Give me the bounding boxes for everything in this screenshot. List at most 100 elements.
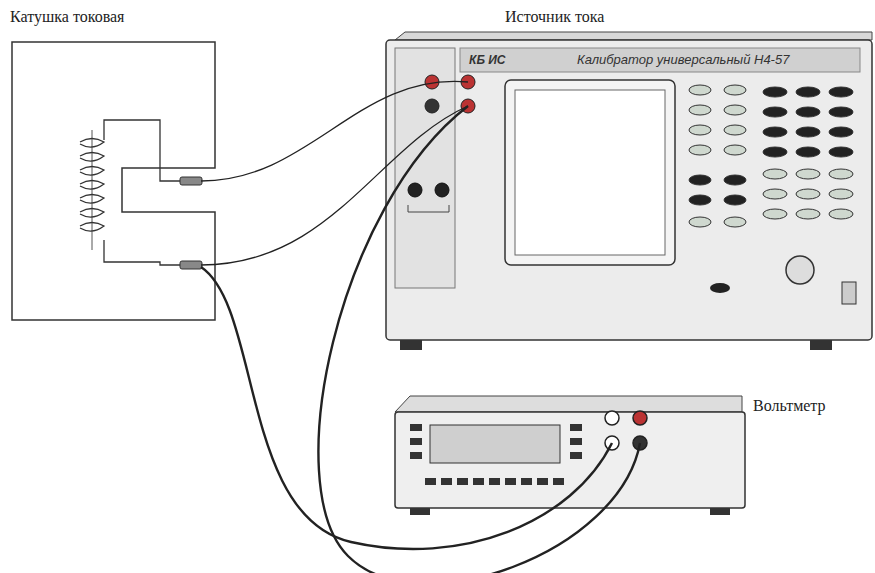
- test-lead: [201, 267, 612, 549]
- device-label: Источник тока: [505, 8, 604, 26]
- core-limb: [92, 130, 93, 250]
- device-label: Катушка токовая: [10, 8, 124, 26]
- calibrator-top: [395, 32, 872, 40]
- button: [796, 189, 820, 199]
- power-switch: [842, 282, 856, 304]
- device-label: Вольтметр: [753, 397, 826, 415]
- current-source: Источник тока КБ ИС Калибратор универсальн…: [385, 0, 873, 355]
- foot: [400, 340, 422, 350]
- button: [763, 87, 787, 97]
- button: [689, 217, 711, 227]
- voltmeter-top: [395, 396, 742, 412]
- button: [796, 169, 820, 179]
- button: [763, 107, 787, 117]
- button-group: [689, 85, 853, 227]
- button: [689, 105, 711, 115]
- button: [796, 87, 820, 97]
- button: [724, 217, 746, 227]
- display-screen: [515, 90, 665, 255]
- terminal-plug: [180, 261, 202, 269]
- socket: [408, 183, 422, 197]
- calibrator-header: [460, 48, 860, 72]
- coil-turn: [80, 209, 104, 218]
- button: [724, 105, 746, 115]
- coil-winding: [80, 139, 104, 232]
- test-lead: [201, 106, 468, 265]
- coil-turn: [80, 153, 104, 162]
- button-group: [410, 424, 582, 485]
- socket: [435, 183, 449, 197]
- button: [537, 478, 548, 485]
- button: [829, 169, 853, 179]
- button: [570, 424, 582, 431]
- current-coil: Катушка токовая: [0, 0, 220, 325]
- terminal: [633, 411, 647, 425]
- coil-turn: [80, 167, 104, 176]
- button: [829, 189, 853, 199]
- button: [763, 127, 787, 137]
- terminal: [605, 411, 619, 425]
- button: [689, 145, 711, 155]
- calibrator-body: [386, 40, 872, 340]
- button: [763, 147, 787, 157]
- button: [710, 283, 730, 293]
- control-knob: [786, 256, 814, 284]
- voltmeter-display: [430, 425, 560, 463]
- test-lead: [318, 106, 640, 573]
- coil-lead: [104, 120, 182, 181]
- button: [763, 169, 787, 179]
- button: [763, 209, 787, 219]
- coil-lead: [104, 240, 182, 265]
- button: [763, 189, 787, 199]
- button: [689, 125, 711, 135]
- button: [724, 125, 746, 135]
- button: [473, 478, 484, 485]
- button: [829, 147, 853, 157]
- button: [441, 478, 452, 485]
- button: [724, 195, 746, 205]
- button: [724, 145, 746, 155]
- voltmeter-body: [395, 412, 745, 508]
- foot: [410, 508, 430, 515]
- button: [796, 147, 820, 157]
- model-name: Калибратор универсальный Н4-57: [577, 52, 789, 67]
- coil-turn: [80, 181, 104, 190]
- button: [410, 452, 422, 459]
- button: [521, 478, 532, 485]
- foot: [810, 340, 832, 350]
- voltmeter: Вольтметр: [395, 385, 865, 520]
- button: [553, 478, 564, 485]
- button: [724, 85, 746, 95]
- button: [505, 478, 516, 485]
- button: [410, 438, 422, 445]
- test-lead: [201, 81, 468, 181]
- socket: [425, 99, 439, 113]
- button: [796, 127, 820, 137]
- button: [829, 87, 853, 97]
- button: [829, 127, 853, 137]
- button: [796, 209, 820, 219]
- button: [829, 107, 853, 117]
- coil-turn: [80, 195, 104, 204]
- terminal-plug: [180, 177, 202, 185]
- socket-bracket: [408, 205, 449, 212]
- button: [796, 107, 820, 117]
- button: [489, 478, 500, 485]
- coil-turn: [80, 139, 104, 148]
- coil-core: [12, 42, 215, 320]
- brand-mark: КБ ИС: [469, 53, 506, 67]
- button: [425, 478, 436, 485]
- button: [724, 175, 746, 185]
- button: [410, 424, 422, 431]
- button: [570, 452, 582, 459]
- button: [689, 85, 711, 95]
- coil-turn: [80, 223, 104, 232]
- foot: [710, 508, 730, 515]
- button: [689, 195, 711, 205]
- button: [689, 175, 711, 185]
- button: [457, 478, 468, 485]
- button: [829, 209, 853, 219]
- display-frame: [505, 80, 675, 265]
